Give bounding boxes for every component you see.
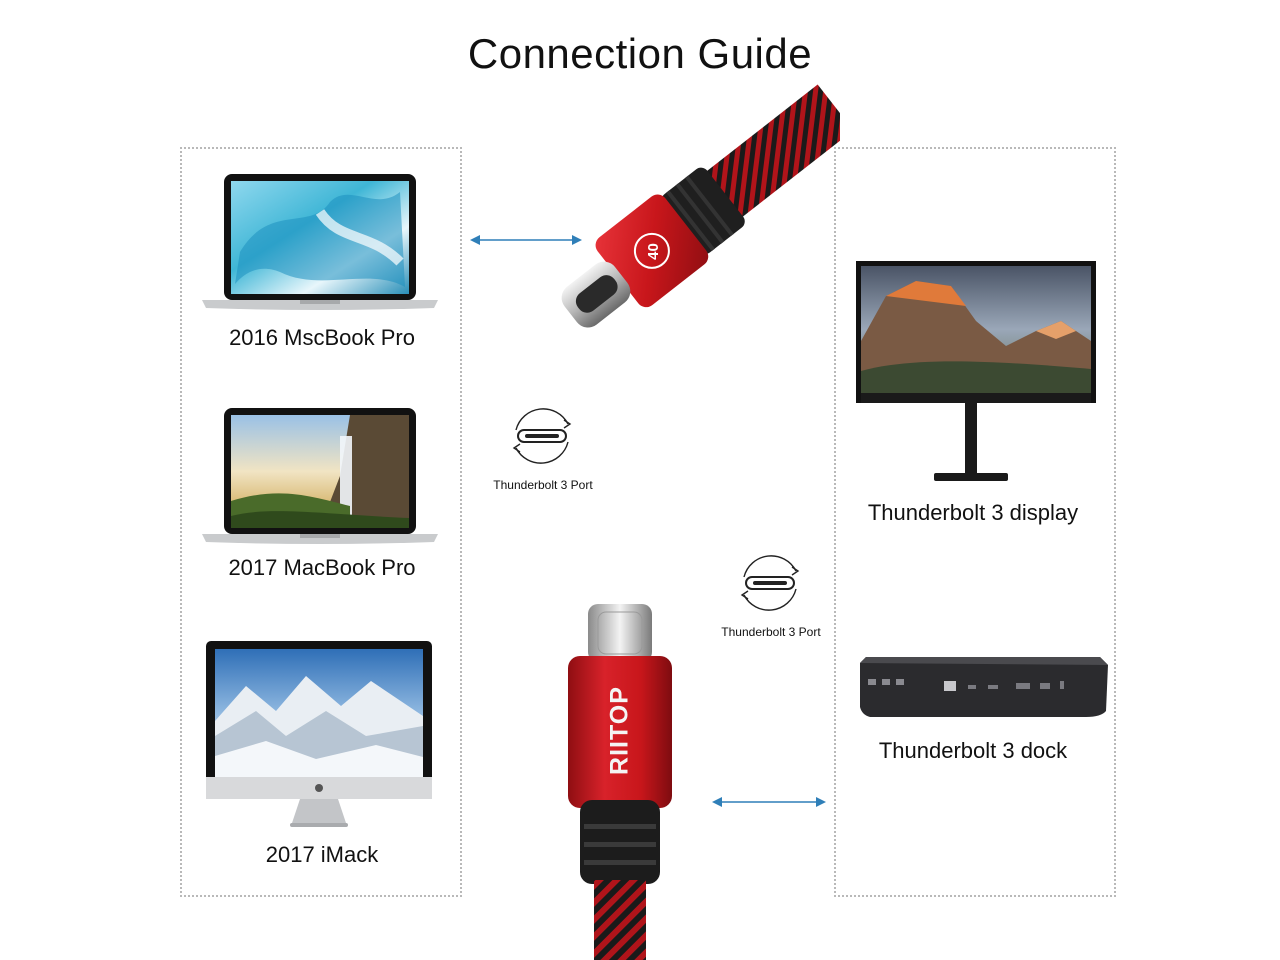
device-label-2017-macbook: 2017 MacBook Pro [228, 555, 416, 580]
page-title: Connection Guide [467, 30, 813, 77]
device-label-2016-macbook: 2016 MscBook Pro [229, 325, 415, 350]
imac-image [206, 641, 432, 831]
left-device-panel [180, 147, 462, 897]
brand-text: RIITOP [605, 686, 634, 775]
laptop-icon [202, 174, 438, 310]
usb-c-cable-connector-top: 40 [530, 70, 840, 380]
double-arrow-icon [710, 794, 828, 810]
device-label-imac: 2017 iMack [265, 842, 379, 867]
badge-text: 40 [645, 243, 662, 260]
device-label-thunderbolt-dock: Thunderbolt 3 dock [878, 738, 1068, 763]
laptop-2017-image [200, 406, 440, 546]
usb-c-cable-connector-bottom [566, 604, 674, 960]
port-label: Thunderbolt 3 Port [721, 625, 821, 639]
double-arrow-icon [468, 232, 584, 248]
usb-c-port-icon [506, 400, 578, 472]
thunderbolt-display-image [856, 261, 1096, 487]
device-label-thunderbolt-display: Thunderbolt 3 display [867, 500, 1079, 525]
docking-station-icon [860, 657, 1108, 717]
thunderbolt-dock-image [856, 655, 1110, 719]
laptop-icon [202, 408, 438, 544]
laptop-2016-image [200, 172, 440, 312]
right-device-panel [834, 147, 1116, 897]
monitor-icon [856, 261, 1096, 481]
desktop-computer-icon [206, 641, 432, 827]
usb-c-port-icon [734, 547, 806, 619]
port-label: Thunderbolt 3 Port [493, 478, 593, 492]
